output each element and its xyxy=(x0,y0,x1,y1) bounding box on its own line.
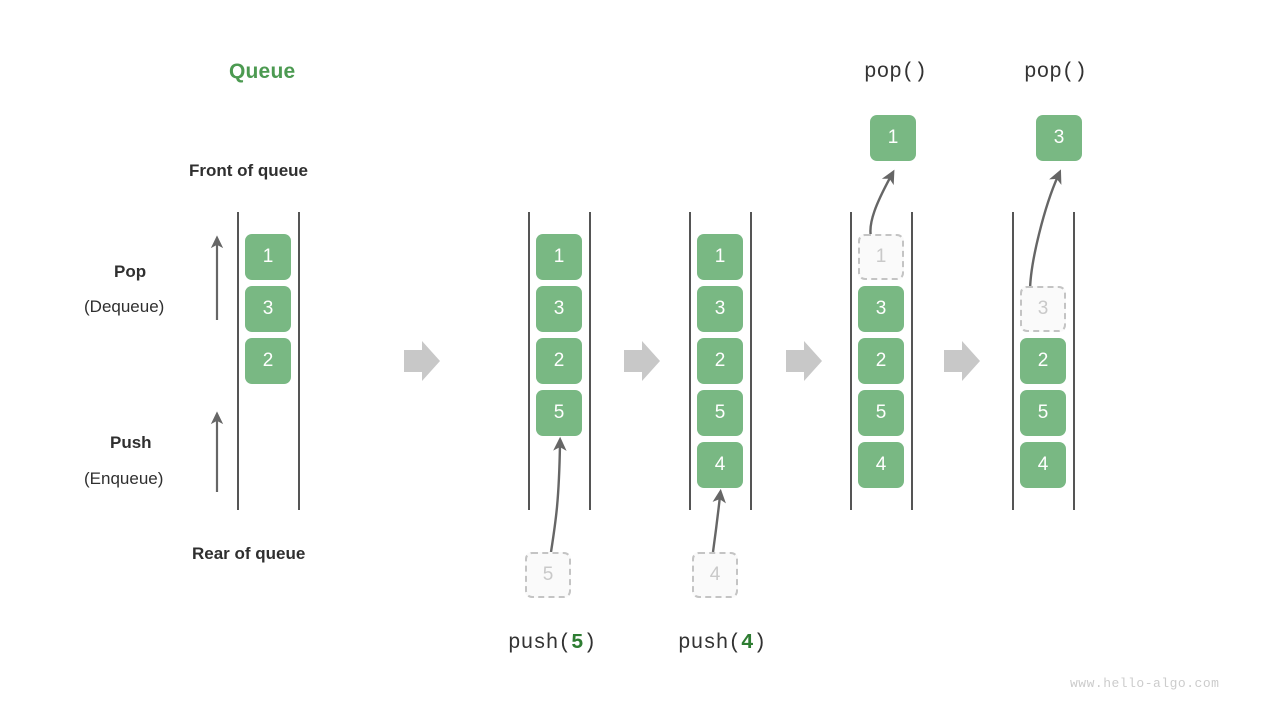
caption-post: ) xyxy=(753,632,767,655)
caption-pre: push( xyxy=(508,632,572,655)
enqueue-label: (Enqueue) xyxy=(84,469,164,488)
transition-arrow-1 xyxy=(404,341,440,381)
queue-rail-left-0 xyxy=(237,212,239,510)
caption-pre: push( xyxy=(678,632,742,655)
queue-cell: 3 xyxy=(697,286,743,332)
rear-of-queue-label: Rear of queue xyxy=(192,544,306,563)
push5-caption: push(5) xyxy=(508,632,596,655)
queue-rail-left-4 xyxy=(1012,212,1014,510)
queue-rail-right-4 xyxy=(1073,212,1075,510)
pop1-caption: pop() xyxy=(864,61,928,84)
queue-rail-right-0 xyxy=(298,212,300,510)
pop-label: Pop xyxy=(114,262,147,281)
push4-caption: push(4) xyxy=(678,632,766,655)
transition-arrow-4 xyxy=(944,341,980,381)
queue-cell: 3 xyxy=(858,286,904,332)
watermark: www.hello-algo.com xyxy=(1070,676,1220,691)
queue-cell: 1 xyxy=(697,234,743,280)
queue-cell: 4 xyxy=(858,442,904,488)
queue-rail-left-1 xyxy=(528,212,530,510)
dequeue-label: (Dequeue) xyxy=(84,297,165,316)
incoming-ghost-cell: 4 xyxy=(692,552,738,598)
push5-arrow xyxy=(549,436,567,553)
queue-cell: 5 xyxy=(1020,390,1066,436)
push-label: Push xyxy=(110,433,152,452)
queue-cell: 2 xyxy=(697,338,743,384)
queue-rail-right-1 xyxy=(589,212,591,510)
queue-rail-right-3 xyxy=(911,212,913,510)
popped-value-cell: 1 xyxy=(870,115,916,161)
popped-value-cell: 3 xyxy=(1036,115,1082,161)
caption-post: ) xyxy=(583,632,597,655)
pop3-caption: pop() xyxy=(1024,61,1088,84)
push4-arrow xyxy=(711,488,726,553)
page-title: Queue xyxy=(229,60,296,83)
queue-cell: 2 xyxy=(245,338,291,384)
queue-cell: 5 xyxy=(858,390,904,436)
pop1-arrow xyxy=(869,169,895,241)
pop3-arrow xyxy=(1028,169,1062,293)
queue-cell: 2 xyxy=(858,338,904,384)
queue-cell: 5 xyxy=(697,390,743,436)
incoming-ghost-cell: 5 xyxy=(525,552,571,598)
queue-cell: 4 xyxy=(697,442,743,488)
queue-cell: 1 xyxy=(536,234,582,280)
caption-arg: 5 xyxy=(571,632,584,655)
queue-rail-left-3 xyxy=(850,212,852,510)
front-of-queue-label: Front of queue xyxy=(189,161,308,180)
removed-ghost-cell: 3 xyxy=(1020,286,1066,332)
transition-arrow-3 xyxy=(786,341,822,381)
queue-cell: 3 xyxy=(536,286,582,332)
queue-cell: 2 xyxy=(1020,338,1066,384)
transition-arrow-2 xyxy=(624,341,660,381)
queue-cell: 3 xyxy=(245,286,291,332)
queue-cell: 2 xyxy=(536,338,582,384)
queue-rail-left-2 xyxy=(689,212,691,510)
queue-cell: 4 xyxy=(1020,442,1066,488)
removed-ghost-cell: 1 xyxy=(858,234,904,280)
caption-arg: 4 xyxy=(741,632,754,655)
queue-rail-right-2 xyxy=(750,212,752,510)
queue-cell: 5 xyxy=(536,390,582,436)
queue-cell: 1 xyxy=(245,234,291,280)
